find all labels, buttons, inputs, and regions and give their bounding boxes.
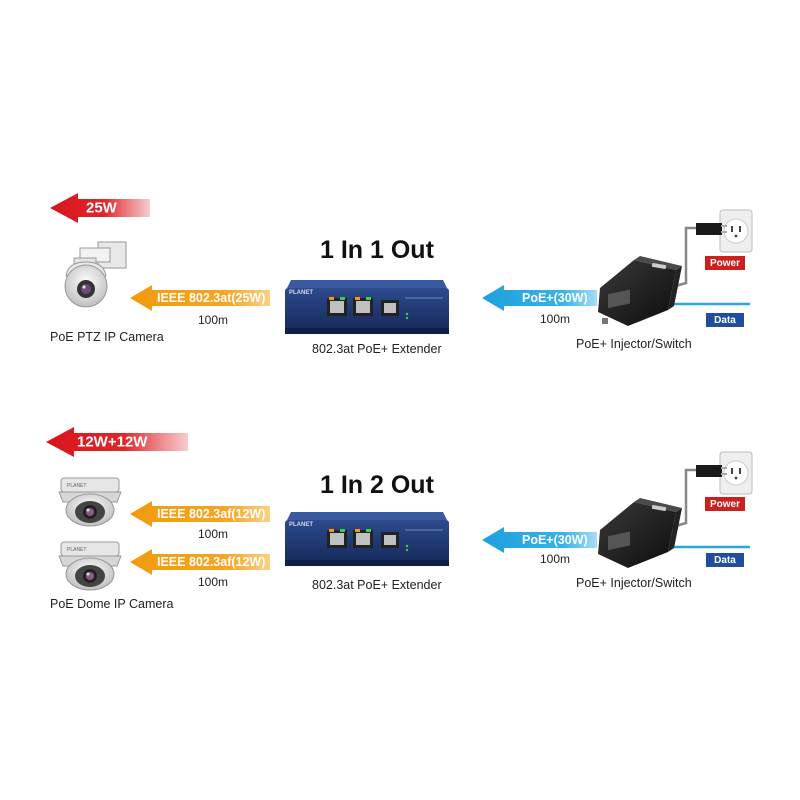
power-budget-arrow: 12W+12W [46, 427, 188, 457]
camera-caption: PoE Dome IP Camera [50, 597, 174, 611]
output-link-arrow: IEEE 802.3at(25W) [130, 285, 270, 311]
poe-injector-icon [598, 451, 753, 568]
svg-text:PLANET: PLANET [67, 483, 86, 489]
input-link-arrow: PoE+(30W) [482, 527, 597, 553]
dome-camera-2: PLANET [57, 538, 123, 592]
poe-extender-icon: PLANET [285, 280, 449, 334]
injector-caption: PoE+ Injector/Switch [576, 576, 692, 590]
dome-camera-1: PLANET [57, 474, 123, 528]
power-tag: Power [705, 256, 745, 270]
poe-injector-icon [598, 209, 753, 326]
svg-text:PLANET: PLANET [289, 522, 313, 528]
input-link-arrow: PoE+(30W) [482, 285, 597, 311]
arrow-left-icon [130, 501, 270, 527]
camera-caption: PoE PTZ IP Camera [50, 330, 164, 344]
arrow-left-icon [130, 285, 270, 311]
power-budget-label: 25W [86, 199, 117, 217]
poe-extender: PLANET [283, 512, 451, 570]
ptz-camera [60, 240, 130, 312]
injector-caption: PoE+ Injector/Switch [576, 337, 692, 351]
output-link-label: IEEE 802.3at(25W) [157, 291, 266, 305]
input-link-label: PoE+(30W) [522, 291, 588, 305]
dome-camera-icon: PLANET [58, 541, 122, 591]
data-tag: Data [706, 553, 744, 567]
arrow-left-icon [130, 549, 270, 575]
output-link-label: IEEE 802.3af(12W) [157, 507, 266, 521]
data-tag: Data [706, 313, 744, 327]
dome-camera-icon: PLANET [58, 477, 122, 527]
panel-title: 1 In 1 Out [320, 236, 434, 264]
input-link-distance: 100m [540, 312, 571, 326]
arrow-left-icon [50, 193, 150, 223]
panel-title: 1 In 2 Out [320, 471, 434, 499]
extender-caption: 802.3at PoE+ Extender [312, 342, 442, 356]
arrow-left-icon [482, 285, 597, 311]
arrow-left-icon [482, 527, 597, 553]
output-link-distance: 100m [198, 313, 229, 327]
arrow-left-icon [46, 427, 188, 457]
power-tag: Power [705, 497, 745, 511]
svg-text:PLANET: PLANET [289, 290, 313, 296]
output-link-arrow-1: IEEE 802.3af(12W) [130, 501, 270, 527]
poe-injector [590, 208, 760, 338]
output-link-distance: 100m [198, 527, 229, 541]
input-link-distance: 100m [540, 552, 571, 566]
extender-caption: 802.3at PoE+ Extender [312, 578, 442, 592]
output-link-arrow-2: IEEE 802.3af(12W) [130, 549, 270, 575]
power-budget-label: 12W+12W [77, 433, 148, 451]
poe-extender-icon: PLANET [285, 512, 449, 566]
ptz-camera-icon [64, 241, 127, 308]
output-link-distance: 100m [198, 575, 229, 589]
poe-injector [590, 448, 760, 578]
poe-extender: PLANET [283, 280, 451, 338]
power-budget-arrow: 25W [50, 193, 150, 223]
svg-text:PLANET: PLANET [67, 547, 86, 553]
input-link-label: PoE+(30W) [522, 533, 588, 547]
output-link-label: IEEE 802.3af(12W) [157, 555, 266, 569]
